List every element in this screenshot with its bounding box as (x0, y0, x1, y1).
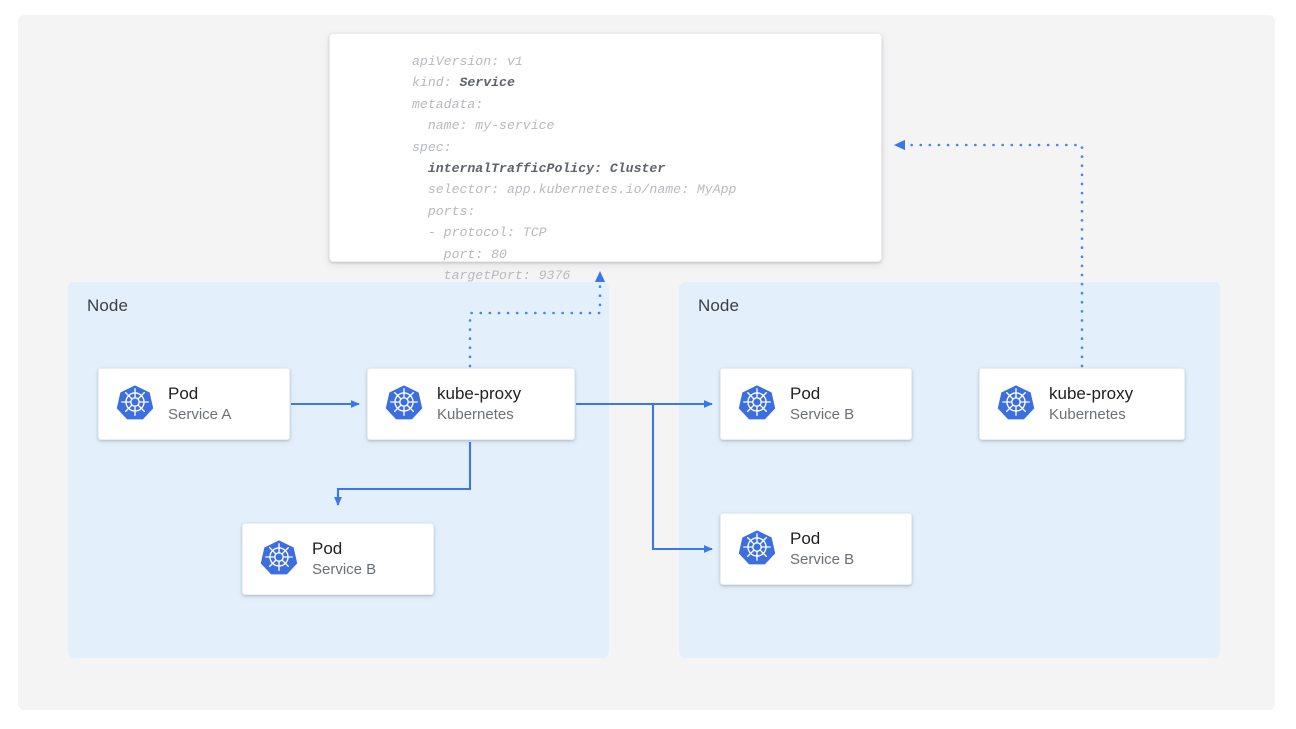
yaml-line-spec: spec: (412, 139, 452, 155)
pod-service-b-remote-bottom-subtitle: Service B (790, 551, 855, 569)
yaml-line-internaltrafficpolicy: internalTrafficPolicy: Cluster (412, 161, 666, 177)
yaml-line-name: name: my-service (412, 118, 555, 134)
pod-service-b-remote-bottom-box[interactable]: Pod Service B (720, 513, 912, 585)
node-label-right: Node (698, 296, 740, 315)
node-panel-right: Node (679, 282, 1220, 658)
pod-service-b-local-box[interactable]: Pod Service B (242, 523, 434, 595)
kube-proxy-left-title: kube-proxy (437, 384, 522, 404)
yaml-line-protocol: - protocol: TCP (412, 225, 547, 241)
kubernetes-icon (738, 528, 776, 571)
pod-service-b-local-text: Pod Service B (312, 539, 376, 579)
yaml-line-port: port: 80 (412, 246, 507, 262)
node-label-left: Node (87, 296, 129, 315)
kubernetes-icon (260, 538, 298, 581)
pod-service-a-box[interactable]: Pod Service A (98, 368, 290, 440)
yaml-line-apiversion: apiVersion: v1 (412, 54, 523, 69)
kube-proxy-right-subtitle: Kubernetes (1049, 406, 1126, 424)
yaml-line-selector: selector: app.kubernetes.io/name: MyApp (412, 182, 737, 198)
kube-proxy-left-text: kube-proxy Kubernetes (437, 384, 521, 424)
diagram-canvas: Node Node apiVersion: v1 kind: Service m… (18, 15, 1275, 710)
kube-proxy-left-box[interactable]: kube-proxy Kubernetes (367, 368, 575, 440)
pod-service-b-remote-top-text: Pod Service B (790, 384, 854, 424)
kubernetes-icon (116, 383, 154, 426)
yaml-line-metadata: metadata: (412, 96, 484, 112)
pod-service-a-title: Pod (168, 384, 199, 404)
pod-service-b-remote-top-title: Pod (790, 384, 821, 404)
kubernetes-icon (738, 383, 776, 426)
pod-service-b-remote-bottom-text: Pod Service B (790, 529, 854, 569)
pod-service-a-subtitle: Service A (168, 406, 232, 424)
kube-proxy-right-text: kube-proxy Kubernetes (1049, 384, 1133, 424)
pod-service-b-local-title: Pod (312, 539, 343, 559)
yaml-line-targetport: targetPort: 9376 (412, 268, 571, 284)
pod-service-b-remote-top-subtitle: Service B (790, 406, 855, 424)
yaml-line-kind: kind: Service (412, 75, 515, 91)
yaml-line-ports: ports: (412, 203, 476, 219)
kubernetes-icon (997, 383, 1035, 426)
pod-service-b-remote-top-box[interactable]: Pod Service B (720, 368, 912, 440)
service-manifest-code: apiVersion: v1 kind: Service metadata: n… (412, 51, 736, 286)
pod-service-a-text: Pod Service A (168, 384, 231, 424)
kubernetes-icon (385, 383, 423, 426)
kube-proxy-right-title: kube-proxy (1049, 384, 1134, 404)
kube-proxy-left-subtitle: Kubernetes (437, 406, 514, 424)
service-manifest-card: apiVersion: v1 kind: Service metadata: n… (329, 33, 882, 283)
node-panel-left: Node (68, 282, 609, 658)
pod-service-b-local-subtitle: Service B (312, 561, 377, 579)
kube-proxy-right-box[interactable]: kube-proxy Kubernetes (979, 368, 1185, 440)
pod-service-b-remote-bottom-title: Pod (790, 529, 821, 549)
